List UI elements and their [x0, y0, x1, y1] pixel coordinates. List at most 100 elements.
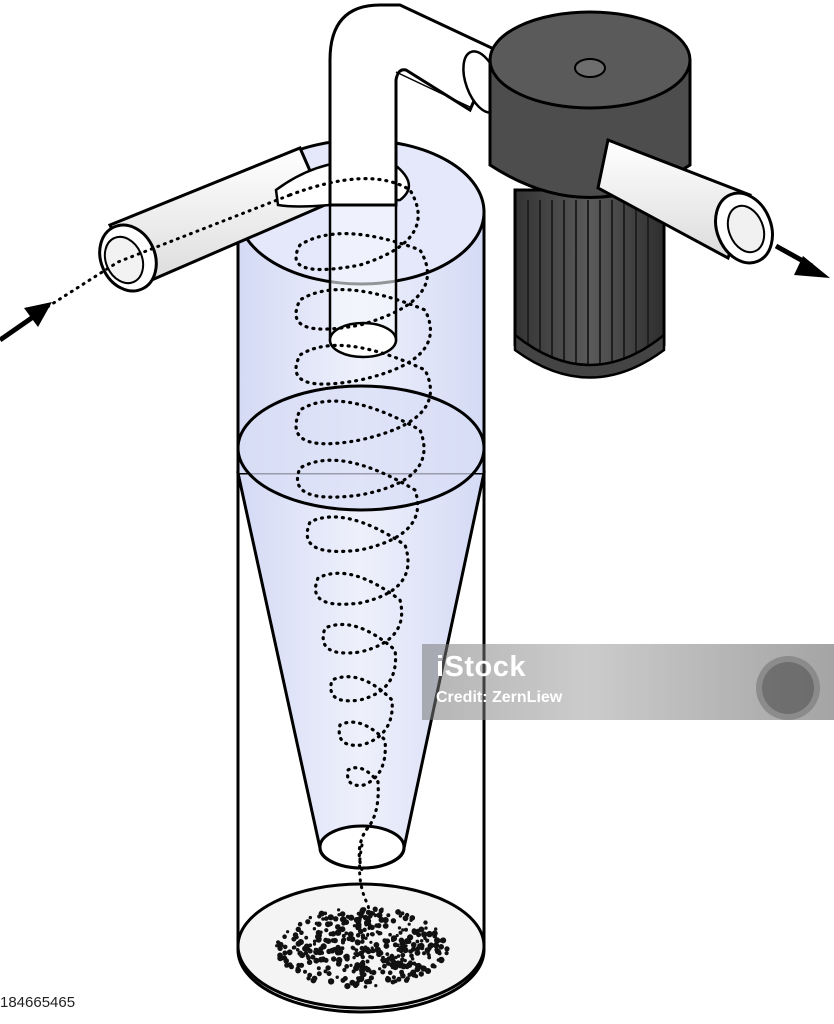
dust-particle: [431, 930, 438, 937]
dust-particle: [312, 939, 317, 944]
dust-particle: [365, 918, 370, 923]
dust-particle: [359, 961, 365, 966]
dust-particle: [425, 968, 432, 974]
dust-particle: [344, 964, 350, 969]
dust-particle: [306, 955, 311, 961]
dust-particle: [292, 932, 299, 938]
vortex-finder-tube: [328, 200, 398, 359]
dust-particle: [395, 909, 401, 915]
dust-particle: [320, 950, 325, 955]
dust-particle: [389, 956, 396, 963]
dust-particle: [405, 976, 411, 981]
dust-particle: [369, 940, 373, 944]
dust-particle: [275, 944, 279, 948]
dust-particle: [363, 965, 369, 970]
dust-particle: [427, 953, 431, 957]
dust-particle: [378, 967, 382, 971]
dust-particle: [323, 957, 329, 963]
dust-particle: [377, 949, 383, 956]
dust-particle: [422, 951, 426, 956]
dust-particle: [396, 976, 402, 982]
dust-particle: [320, 943, 327, 950]
dust-particle: [438, 939, 442, 943]
dust-particle: [370, 932, 375, 937]
dust-particle: [343, 954, 348, 959]
dust-particle: [392, 942, 398, 948]
dust-particle: [351, 946, 356, 951]
dust-particle: [282, 934, 287, 939]
dust-particle: [360, 939, 365, 944]
dust-particle: [404, 963, 410, 970]
dust-particle: [282, 944, 288, 950]
dust-particle: [282, 950, 288, 956]
dust-particle: [349, 936, 356, 943]
dust-particle: [426, 930, 433, 938]
exhaust-arrow-icon: [774, 243, 830, 278]
dust-particle: [311, 975, 318, 982]
dust-particle: [418, 971, 424, 977]
dust-particle: [365, 959, 370, 964]
dust-particle: [344, 983, 351, 990]
dust-particle: [402, 947, 409, 954]
dust-particle: [397, 926, 402, 930]
dust-particle: [336, 948, 344, 956]
dust-particle: [374, 908, 378, 912]
dust-particle: [342, 967, 347, 973]
dust-particle: [361, 971, 366, 977]
dust-particle: [277, 953, 282, 958]
dust-particle: [358, 950, 364, 957]
dust-particle: [373, 913, 378, 918]
dust-particle: [316, 966, 321, 971]
dust-particle: [339, 911, 346, 917]
dust-particle: [341, 933, 346, 938]
dust-particle: [368, 949, 373, 953]
dust-particle: [414, 966, 421, 973]
dust-particle: [295, 966, 301, 971]
dust-particle: [335, 924, 341, 930]
dust-particle: [310, 954, 316, 960]
dust-particle: [296, 962, 301, 968]
dust-particle: [434, 927, 438, 931]
dust-particle: [390, 918, 397, 924]
dust-particle: [344, 931, 349, 936]
dust-particle: [404, 927, 408, 932]
dust-particle: [409, 953, 414, 959]
dust-particle: [424, 947, 431, 954]
dust-particle: [432, 964, 437, 969]
dust-particle: [353, 916, 360, 924]
dust-particle: [384, 938, 391, 944]
dust-particle: [418, 926, 425, 933]
dust-particle: [304, 935, 309, 940]
dust-particle: [286, 949, 293, 956]
dust-particle: [399, 949, 404, 954]
dust-particle: [352, 982, 359, 989]
dust-particle: [358, 913, 364, 919]
dust-particle: [415, 939, 420, 944]
watermark-circle-icon: [756, 656, 820, 720]
dust-particle: [370, 946, 374, 950]
dust-particle: [397, 960, 404, 966]
dust-particle: [284, 962, 290, 968]
dust-particle: [303, 969, 307, 974]
dust-particle: [353, 965, 360, 972]
dust-particle: [348, 914, 355, 921]
dust-particle: [373, 942, 380, 948]
dust-particle: [416, 932, 422, 938]
image-id-label: 184665465: [0, 994, 76, 1011]
dust-particle: [313, 947, 318, 952]
dust-particle: [409, 918, 413, 922]
dust-particle: [407, 922, 411, 926]
dust-particle: [376, 923, 382, 929]
dust-particle: [383, 957, 390, 964]
dust-particle: [313, 957, 320, 964]
dust-particle: [323, 911, 328, 916]
dust-particle: [336, 956, 343, 964]
dust-particle: [276, 940, 281, 945]
fan-cooling-fins: [527, 200, 649, 368]
dust-particle: [410, 957, 415, 961]
dust-particle: [337, 908, 341, 912]
dust-particle: [352, 924, 356, 928]
dust-particle: [349, 963, 353, 968]
vortex-spiral-path: [288, 177, 432, 872]
